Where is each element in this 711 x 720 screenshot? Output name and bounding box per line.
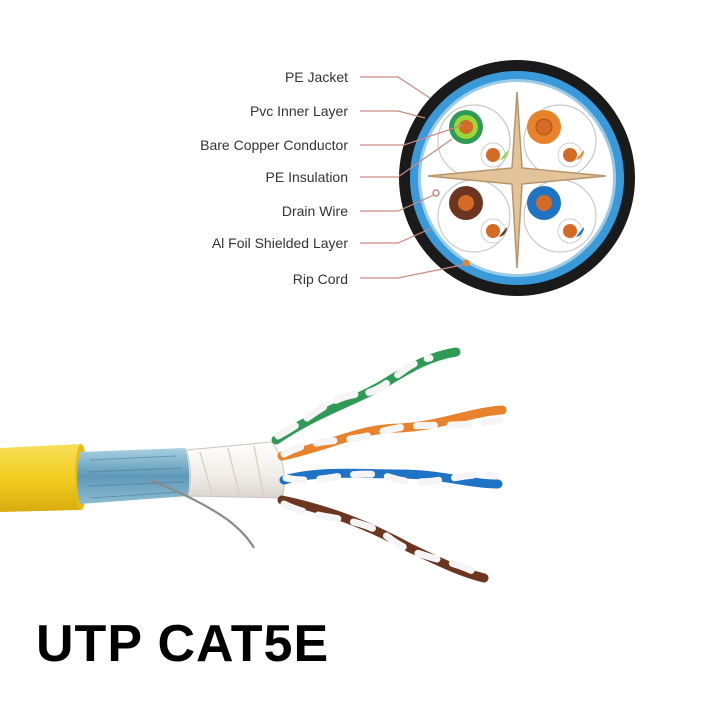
label-drain-wire: Drain Wire [282, 203, 348, 219]
label-rip-cord: Rip Cord [293, 271, 348, 287]
yellow-jacket [0, 444, 84, 512]
green-pair-section [449, 110, 509, 168]
brown-pair [277, 495, 489, 583]
blue-pair-section [527, 186, 585, 244]
brown-pair-section [449, 186, 508, 244]
leader-pe-jacket [360, 76, 431, 99]
green-pair [271, 347, 461, 445]
leader-pvc-inner-layer [360, 110, 426, 119]
cross-separator [427, 91, 607, 269]
leader-lines [360, 76, 464, 279]
foil-shield [77, 448, 190, 504]
leader-pe-insulation [360, 138, 453, 178]
label-pvc-inner-layer: Pvc Inner Layer [250, 103, 348, 119]
cross-section [399, 60, 635, 296]
drain-wire-dot [432, 189, 440, 197]
inner-wrap [185, 441, 285, 499]
cable-photo [0, 347, 507, 583]
rip-cord-dot [462, 259, 470, 267]
orange-pair-section [527, 110, 585, 168]
product-caption: UTP CAT5E [36, 615, 330, 673]
label-pe-insulation: PE Insulation [266, 169, 349, 185]
orange-pair [277, 405, 507, 461]
blue-pair [279, 468, 503, 489]
label-bare-copper-conductor: Bare Copper Conductor [200, 137, 348, 153]
label-al-foil-shielded-layer: Al Foil Shielded Layer [212, 235, 349, 251]
label-pe-jacket: PE Jacket [285, 69, 348, 85]
leader-rip-cord [360, 264, 463, 279]
leader-drain-wire [360, 194, 435, 212]
leader-bare-copper-conductor [360, 124, 464, 146]
drain-wire-strand [149, 478, 255, 549]
diagram-labels: PE Jacket Pvc Inner Layer Bare Copper Co… [200, 69, 348, 287]
leader-al-foil-shielded-layer [360, 227, 433, 244]
